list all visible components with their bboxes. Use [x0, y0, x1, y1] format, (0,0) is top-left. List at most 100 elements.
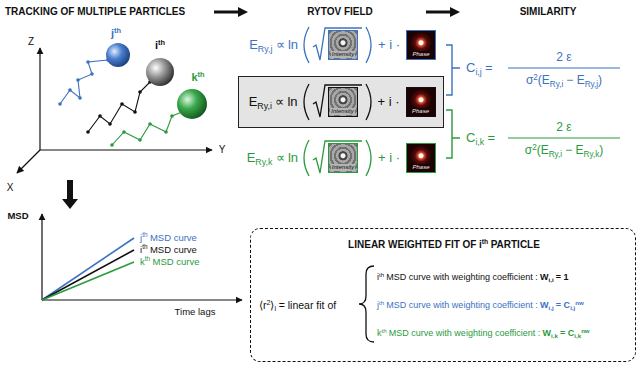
axis-label: X [7, 182, 14, 194]
sqrt-bracket [313, 28, 362, 60]
image-caption: Phase [411, 108, 430, 115]
similarity-formula-text: Ry,i [550, 80, 563, 89]
msd-curve [42, 262, 134, 300]
fit-term: ithMSD curve with weighting coefficient … [377, 272, 569, 283]
msd-curve [42, 250, 134, 300]
phase-image: Phase [406, 143, 436, 173]
bracket [446, 45, 460, 158]
phase-image: Phase [406, 30, 436, 60]
particle-sphere [177, 89, 207, 119]
box-fill [238, 76, 444, 128]
similarity-formula-text: C [466, 60, 475, 75]
similarity-formula-text: = [485, 60, 493, 75]
particle-label: ith [155, 39, 165, 52]
curve-label: kthMSD curve [140, 256, 200, 267]
axis-label: Time lags [175, 306, 216, 317]
sqrt-bracket [304, 84, 371, 120]
axis-label-text: MSD [7, 210, 28, 221]
section-heading-text: RYTOV FIELD [307, 6, 373, 17]
rytov-formula: ERy,i∝ln [249, 94, 298, 110]
sqrt-bracket [313, 141, 362, 173]
fit-formula-text: = linear fit of [279, 299, 337, 311]
step-arrow [62, 180, 78, 209]
sqrt-bracket [366, 140, 371, 176]
axis-label: Z [28, 36, 34, 48]
axis-label-text: Y [219, 144, 226, 155]
fit-term-text: W [543, 328, 552, 338]
fit-term-text: i,j [570, 304, 575, 311]
similarity-formula-text: Ry,j [585, 80, 598, 89]
similarity-formula-text: − E [565, 143, 583, 157]
trajectory [112, 112, 182, 145]
box-heading-text: LINEAR WEIGHTED FIT OF [348, 239, 476, 250]
rytov-formula-text: + i · [378, 94, 400, 109]
particle-label-text: th [198, 70, 205, 79]
axis-3d [40, 149, 212, 150]
similarity-formula-text: ) [599, 143, 603, 157]
fit-term-text: W [540, 272, 549, 282]
curve-label: jthMSD curve [140, 232, 197, 243]
sqrt-bracket [366, 84, 371, 120]
sqrt-bracket [304, 27, 371, 63]
particle-label-text: i [155, 39, 158, 51]
msd-curve [42, 238, 134, 300]
similarity-formula-text: Ry,k [584, 150, 600, 159]
section-heading-text: TRACKING OF MULTIPLE PARTICLES [5, 6, 185, 17]
similarity-formula-text: 2 [532, 142, 537, 151]
sqrt-bracket [304, 27, 371, 176]
fraction-bar [508, 137, 620, 138]
rytov-formula-text: E [247, 150, 256, 165]
fit-formula-text: i [274, 305, 276, 313]
particle-sphere [106, 43, 130, 67]
box-heading-text: th [482, 238, 488, 245]
similarity-formula-text: = [487, 130, 495, 145]
image-caption: Intensity [330, 108, 354, 115]
trajectory [60, 60, 108, 104]
fit-term-text: i [377, 272, 379, 282]
fit-formula-text: ⟨r [259, 299, 267, 311]
similarity-formula: 2 ε [556, 120, 571, 134]
similarity-formula: 2 ε [556, 50, 571, 64]
dashed-box: LINEAR WEIGHTED FIT OFithPARTICLE⟨r2⟩i= … [250, 228, 636, 362]
step-arrow [62, 7, 460, 209]
similarity-formula: Ci,k= [466, 130, 495, 146]
box-heading-text: PARTICLE [491, 239, 540, 250]
curve-label-text: th [145, 256, 150, 263]
particle-label-text: k [191, 71, 197, 83]
sqrt-bracket [304, 140, 309, 176]
rytov-formula-text: Ry,j [258, 44, 273, 54]
similarity-formula: σ2(ERy,i− ERy,j) [526, 73, 602, 87]
particle-label-text: th [158, 38, 165, 47]
rytov-formula-text: Ry,i [257, 101, 272, 111]
fit-term-text: MSD curve with weighting coefficient : [386, 272, 537, 282]
axis-label-text: Time lags [175, 306, 216, 317]
fit-term-text: nw [581, 326, 589, 333]
curve-label-text: MSD curve [153, 256, 200, 267]
curve-label-text: MSD curve [150, 232, 197, 243]
similarity-formula-text: − E [566, 73, 584, 87]
fit-term-text: i,k [574, 332, 581, 339]
rytov-formula: ERy,k∝ln [247, 150, 298, 166]
section-heading: SIMILARITY [520, 6, 577, 18]
fit-term-text: i,j [549, 304, 554, 311]
msd-axis [42, 299, 242, 300]
curve-label-text: j [140, 232, 142, 243]
fit-term-text: k [377, 328, 382, 338]
rytov-formula-text: + i · [378, 37, 400, 52]
curve-label-text: th [142, 232, 147, 239]
rytov-formula-text: E [249, 94, 258, 109]
rytov-formula: + i · [378, 37, 400, 53]
curly-brace [359, 266, 374, 342]
rytov-formula-text: Ry,k [255, 157, 272, 167]
image-caption: Phase [411, 51, 430, 58]
similarity-formula-text: σ [526, 73, 533, 87]
section-heading: RYTOV FIELD [307, 6, 373, 18]
similarity-formula: Ci,j= [466, 60, 493, 76]
curve-label-text: k [140, 256, 145, 267]
curve-label-text: MSD curve [150, 244, 197, 255]
similarity-formula-text: 2 [533, 72, 538, 81]
trajectory [88, 82, 150, 132]
sqrt-bracket [304, 140, 371, 176]
